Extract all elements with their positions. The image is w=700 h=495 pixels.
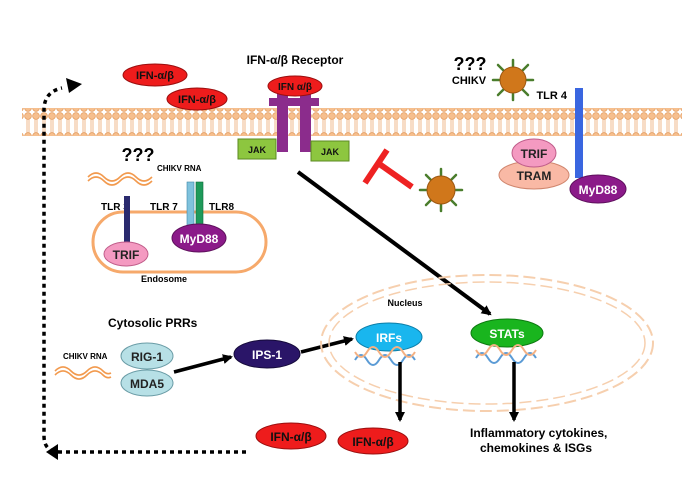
ips1-label: IPS-1: [252, 348, 282, 362]
chikv-virus-icon: [491, 58, 535, 102]
unknown-ligand-tlr4: ???: [454, 54, 487, 74]
inhibition-symbol: [362, 148, 414, 190]
irfs-label: IRFs: [376, 331, 402, 345]
tram-label: TRAM: [517, 169, 552, 183]
ifn-ab-label: IFN-α/β: [270, 430, 311, 444]
stats-node: STATs: [470, 318, 544, 348]
ifn-ab-bottom-left: IFN-α/β: [255, 422, 327, 450]
receptor-title: IFN-α/β Receptor: [247, 53, 344, 67]
rna-strand-endosome: [87, 176, 153, 186]
jak-label: JAK: [321, 147, 340, 157]
myd88-node-endosome: MyD88: [171, 223, 227, 253]
endosome-label: Endosome: [141, 274, 187, 284]
tlr3-label: TLR 3: [101, 202, 129, 213]
ifn-ab-label: IFN-α/β: [178, 94, 216, 106]
myd88-node-tlr4: MyD88: [569, 174, 627, 204]
rna-strand-cytosol: [54, 366, 112, 376]
ifn-feedback-arrowhead: [66, 78, 82, 93]
chikv-label: CHIKV: [452, 75, 487, 87]
irfs-node: IRFs: [355, 322, 423, 352]
tlr7-receptor: [186, 181, 195, 231]
ifn-feedback-dotted-path: [42, 86, 246, 454]
unknown-ligand-endosome: ???: [122, 145, 155, 165]
ips1-to-irfs-arrow: [300, 336, 354, 354]
receptor-ifn-label: IFN α/β: [278, 82, 312, 93]
ifn-ab-top-right: IFN-α/β: [166, 87, 228, 111]
tlr8-label: TLR8: [209, 202, 234, 213]
chikv-rna-label-endosome: CHIKV RNA: [157, 164, 202, 173]
mda5-label: MDA5: [130, 377, 164, 391]
endosome: [91, 210, 268, 274]
chikv-rna-label-cytosol: CHIKV RNA: [63, 352, 108, 361]
rig1-node: RIG-1: [120, 342, 174, 370]
jak-label: JAK: [248, 145, 267, 155]
receptor-to-stats-arrow: [296, 170, 492, 316]
cytosolic-prrs-title: Cytosolic PRRs: [108, 316, 198, 330]
tlr4-label: TLR 4: [536, 90, 567, 102]
dna-helix-stats: [475, 344, 537, 364]
nucleus: [320, 274, 654, 412]
trif-node-tlr4: TRIF: [511, 138, 557, 168]
prr-to-ips1-arrow: [173, 354, 233, 374]
tram-node: TRAM: [498, 160, 570, 190]
ifn-ab-label: IFN-α/β: [352, 435, 393, 449]
myd88-label: MyD88: [579, 183, 618, 197]
chikv-virus-icon: [418, 167, 464, 213]
ifn-ab-label: IFN-α/β: [136, 70, 174, 82]
jak-right: JAK: [310, 140, 350, 162]
nucleus-label: Nucleus: [387, 298, 422, 308]
dna-helix-irfs: [354, 346, 416, 366]
stats-label: STATs: [489, 327, 525, 341]
cell-membrane: [22, 108, 682, 136]
output-text-line2: chemokines & ISGs: [480, 441, 592, 455]
rna-strand-cytosol: [54, 370, 112, 380]
trif-node-endosome: TRIF: [103, 241, 149, 267]
tlr3-receptor: [124, 196, 130, 244]
mda5-node: MDA5: [120, 369, 174, 397]
rig1-label: RIG-1: [131, 350, 163, 364]
myd88-label: MyD88: [180, 232, 219, 246]
ifn-feedback-arrowhead-bottom: [46, 444, 58, 460]
trif-label: TRIF: [113, 248, 140, 262]
jak-left: JAK: [237, 138, 277, 160]
nucleus-inner: [328, 281, 646, 405]
trif-label: TRIF: [521, 147, 548, 161]
output-text-line1: Inflammatory cytokines,: [470, 426, 607, 440]
receptor-ifn-ligand: IFN α/β: [267, 75, 323, 97]
ifn-ab-bottom-right: IFN-α/β: [337, 427, 409, 455]
tlr7-label: TLR 7: [150, 202, 178, 213]
tlr8-receptor: [195, 181, 204, 231]
rna-strand-endosome: [87, 172, 153, 182]
ifn-ab-top-left: IFN-α/β: [122, 63, 188, 87]
ifn-receptor: [269, 92, 319, 152]
tlr4-receptor: [575, 88, 583, 178]
ips1-node: IPS-1: [233, 339, 301, 369]
